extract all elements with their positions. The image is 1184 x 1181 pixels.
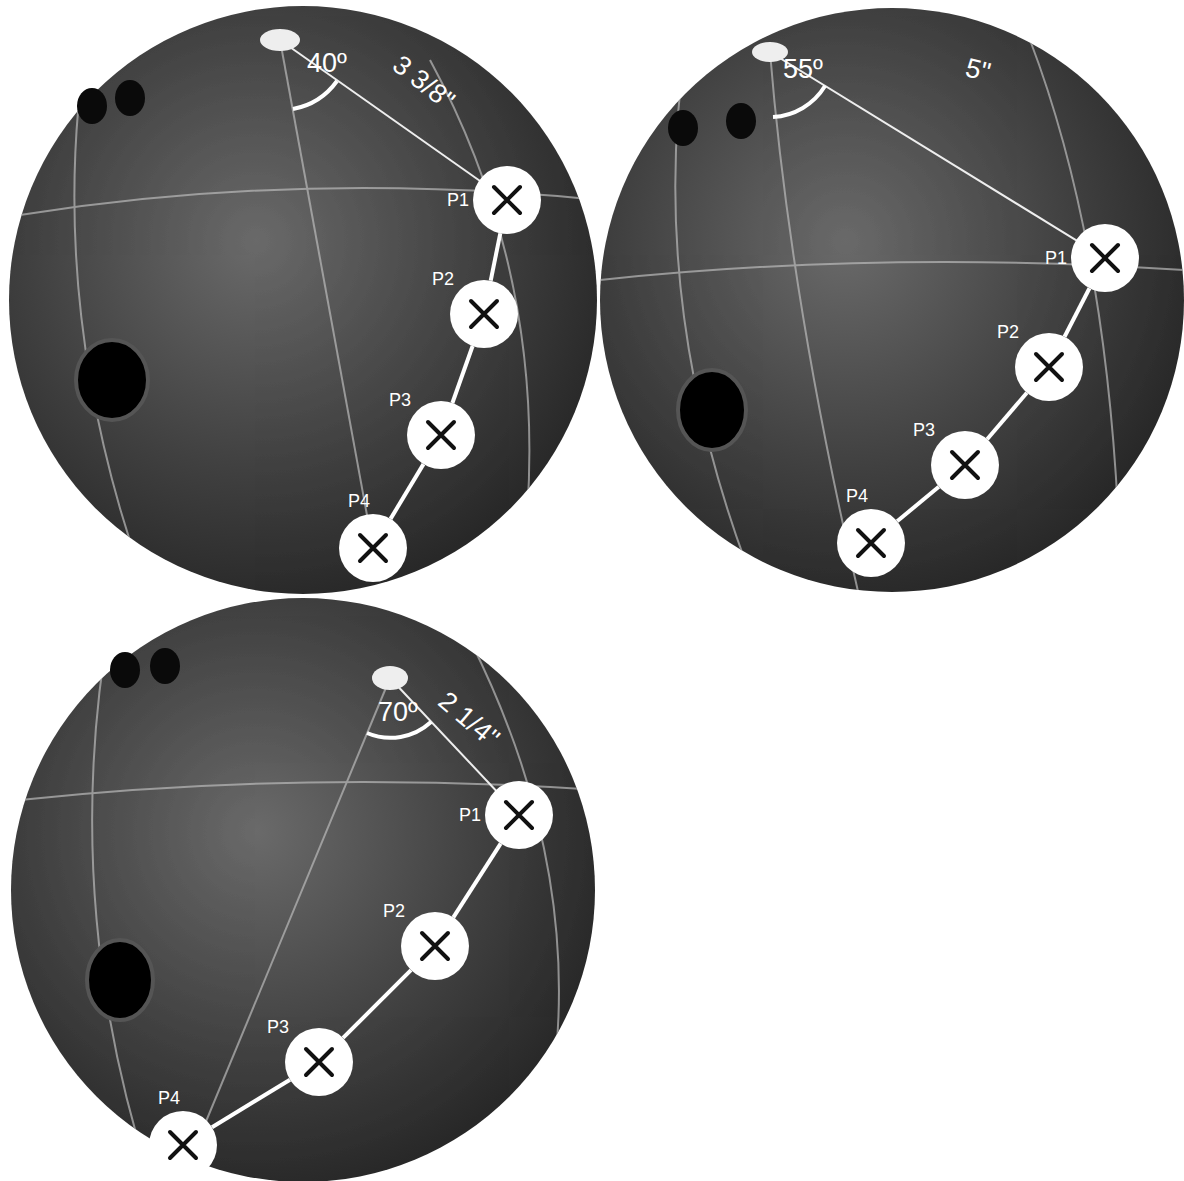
point-label: P3 xyxy=(267,1017,289,1038)
x-mark xyxy=(285,1028,353,1096)
point-label: P4 xyxy=(348,491,370,512)
path-connector xyxy=(212,1080,290,1128)
x-mark xyxy=(1015,333,1083,401)
path-connector xyxy=(391,464,424,519)
angle-label: 70º xyxy=(378,697,418,728)
x-mark xyxy=(485,781,553,849)
point-label: P3 xyxy=(913,420,935,441)
x-mark xyxy=(401,912,469,980)
marker-circle: P2 xyxy=(401,912,469,980)
point-label: P1 xyxy=(459,805,481,826)
point-label: P4 xyxy=(846,486,868,507)
marker-circle: P1 xyxy=(473,166,541,234)
x-mark xyxy=(473,166,541,234)
angle-label: 40º xyxy=(307,48,347,79)
x-mark xyxy=(837,509,905,577)
marker-circle: P4 xyxy=(149,1111,217,1179)
point-label: P4 xyxy=(158,1088,180,1109)
marker-circle: P2 xyxy=(1015,333,1083,401)
x-mark xyxy=(149,1111,217,1179)
marker-circle: P3 xyxy=(407,401,475,469)
point-label: P1 xyxy=(1045,248,1067,269)
path-connector xyxy=(987,393,1027,439)
marker-circle: P4 xyxy=(837,509,905,577)
point-label: P3 xyxy=(389,390,411,411)
path-connector xyxy=(491,233,501,280)
path-connector xyxy=(452,346,472,403)
marker-circle: P1 xyxy=(485,781,553,849)
ball-1 xyxy=(9,6,600,600)
point-label: P2 xyxy=(383,901,405,922)
ball-3 xyxy=(11,598,600,1181)
marker-circle: P3 xyxy=(285,1028,353,1096)
ball-2 xyxy=(600,8,1184,600)
angle-label: 55º xyxy=(783,54,823,85)
point-label: P2 xyxy=(432,269,454,290)
marker-circle: P2 xyxy=(450,280,518,348)
marker-circle: P4 xyxy=(339,514,407,582)
path-connector xyxy=(453,844,500,918)
x-mark xyxy=(1071,224,1139,292)
x-mark xyxy=(339,514,407,582)
point-label: P1 xyxy=(447,190,469,211)
path-connector xyxy=(343,970,411,1038)
x-mark xyxy=(931,431,999,499)
x-mark xyxy=(450,280,518,348)
path-connector xyxy=(897,487,939,522)
point-label: P2 xyxy=(997,322,1019,343)
marker-circle: P3 xyxy=(931,431,999,499)
marker-circle: P1 xyxy=(1071,224,1139,292)
path-connector xyxy=(1065,288,1090,337)
x-mark xyxy=(407,401,475,469)
